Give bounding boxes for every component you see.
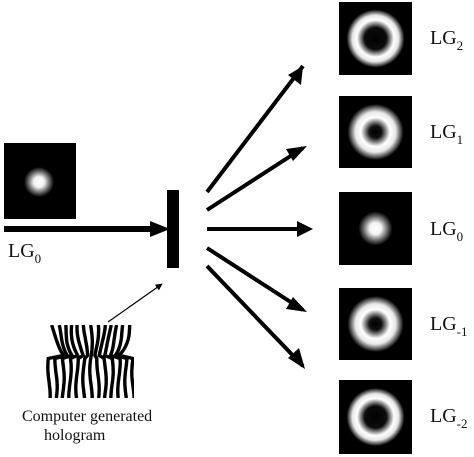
output-label-lg-1: LG-1 <box>430 313 468 339</box>
hologram-fringe <box>115 325 134 398</box>
hologram-pointer-arrow <box>107 283 163 323</box>
output-panel-lg2 <box>339 2 412 75</box>
output-panel-lg-2 <box>339 380 412 454</box>
input-beam-panel <box>4 143 76 219</box>
hologram-caption-line1: Computer generated <box>22 408 152 425</box>
hologram-plate <box>167 190 179 268</box>
hologram-fringe <box>67 325 80 398</box>
diffraction-arrows <box>205 64 313 369</box>
input-beam-arrow <box>4 221 170 237</box>
output-label-lg1: LG1 <box>430 121 463 147</box>
hologram-fringe <box>88 325 94 398</box>
output-panel-lg1 <box>339 96 412 168</box>
hologram-pattern <box>46 325 134 398</box>
output-label-lg0: LG0 <box>430 218 463 244</box>
hologram-fringe <box>93 325 101 398</box>
arrowhead-order-minus1 <box>286 297 307 312</box>
arrow-order-2 <box>205 64 305 194</box>
arrow-order-minus2 <box>205 264 305 368</box>
output-panel-lg0 <box>339 192 412 265</box>
arrowhead-order-minus2 <box>288 348 305 369</box>
hologram-fringe <box>112 325 129 398</box>
hologram-fringe <box>60 325 75 398</box>
hologram-fringe <box>97 325 108 398</box>
hologram-fringe <box>102 325 115 398</box>
arrow-order-minus1 <box>205 246 305 312</box>
hologram-fringe <box>74 325 86 398</box>
hologram-fringe <box>81 325 90 398</box>
arrow-order-1 <box>205 146 305 212</box>
hologram-caption-line2: hologram <box>44 427 106 444</box>
arrowhead-order-1 <box>286 146 307 161</box>
output-label-lg2: LG2 <box>430 27 463 53</box>
arrowhead-order-0 <box>297 221 313 237</box>
output-panel-lg-1 <box>339 288 412 360</box>
arrowhead-order-2 <box>288 66 303 85</box>
hologram-fringe <box>46 325 67 398</box>
hologram-fringe <box>53 325 70 398</box>
input-label: LG0 <box>8 240 41 266</box>
hologram-fringe <box>108 325 122 398</box>
output-label-lg-2: LG-2 <box>430 405 468 431</box>
